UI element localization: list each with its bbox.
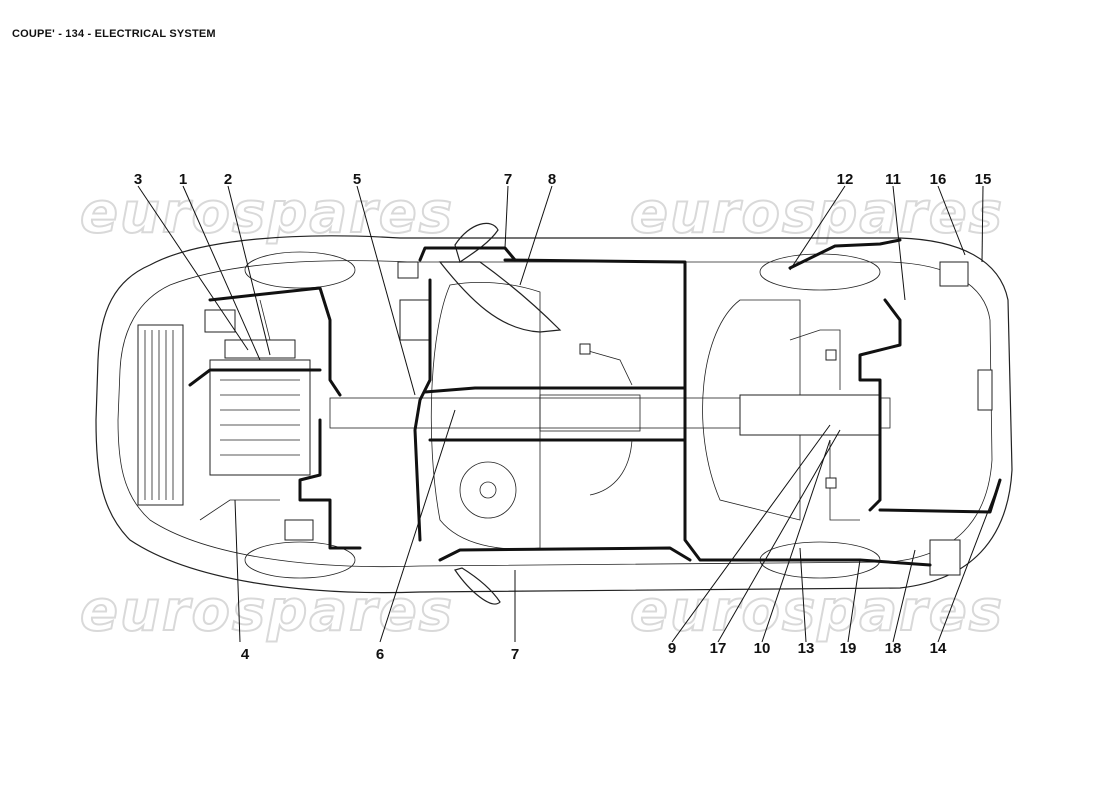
callout-11: 11 (885, 171, 901, 188)
callout-13: 13 (798, 640, 815, 657)
front-left-connector (397, 261, 419, 279)
air-filter (204, 309, 236, 333)
callout-14: 14 (930, 640, 947, 657)
callout-7-bottom: 7 (511, 646, 519, 663)
callout-3: 3 (134, 171, 142, 188)
callout-18: 18 (885, 640, 902, 657)
harness-rear-vertical (858, 298, 902, 512)
fuse-box (399, 299, 431, 341)
callout-8: 8 (548, 171, 556, 188)
callout-5: 5 (353, 171, 361, 188)
callout-10: 10 (754, 640, 771, 657)
watermark-top-left: eurospares (80, 181, 454, 246)
harness-a-pillar (413, 278, 432, 542)
harness-rear-right (878, 478, 1002, 514)
windscreen (438, 261, 562, 333)
harness-rear-bottom (858, 558, 932, 567)
harness-sill-left (683, 283, 862, 562)
wiring-harness (188, 238, 1002, 567)
harness-sill-right (438, 546, 692, 562)
mirror-bottom (454, 567, 501, 605)
page-title: COUPE' - 134 - ELECTRICAL SYSTEM (12, 28, 216, 40)
callout-2: 2 (224, 171, 232, 188)
harness-rear-top (788, 238, 902, 270)
transmission-tunnel (329, 397, 891, 429)
rear-glass (702, 299, 801, 521)
intake-manifold (224, 339, 296, 359)
watermark-bottom-left: eurospares (80, 579, 454, 644)
callout-12: 12 (837, 171, 854, 188)
callout-9: 9 (668, 640, 676, 657)
center-console (539, 394, 641, 432)
harness-tunnel (423, 386, 687, 442)
engine-block (209, 359, 311, 476)
tail-lamp-left (977, 369, 993, 411)
leader-lines (137, 185, 1001, 643)
aux-wiring (199, 299, 860, 521)
callouts: 3 1 2 5 7 8 12 11 16 15 4 6 7 9 17 10 13… (134, 171, 992, 663)
car-body (95, 222, 1013, 605)
engine-bay (137, 299, 431, 541)
harness-left-side (418, 246, 517, 262)
watermark-top-right: eurospares (630, 181, 1004, 246)
callout-4: 4 (241, 646, 250, 663)
harness-engine-loop (188, 368, 322, 387)
radiator (137, 324, 184, 506)
callout-17: 17 (710, 640, 727, 657)
harness-top-rail (503, 258, 687, 287)
rear-control-unit (739, 394, 881, 436)
tail-lamp-right (939, 261, 969, 287)
cockpit-outline (430, 282, 541, 550)
harness-front-bottom (298, 418, 362, 550)
cabin (329, 261, 993, 576)
battery (284, 519, 314, 541)
callout-1: 1 (179, 171, 187, 188)
callout-15: 15 (975, 171, 992, 188)
harness-front-top (208, 286, 342, 397)
wheel-front-right (244, 541, 356, 579)
steering-hub (479, 481, 497, 499)
callout-16: 16 (930, 171, 947, 188)
rear-battery-box (929, 539, 961, 576)
callout-6: 6 (376, 646, 384, 663)
callout-7-top: 7 (504, 171, 512, 188)
car-outline (95, 235, 1013, 594)
wheel-rear-left (759, 253, 881, 291)
callout-19: 19 (840, 640, 857, 657)
mirror-top (454, 222, 499, 263)
car-inner-outline (117, 260, 993, 568)
wheel-front-left (244, 251, 356, 289)
steering-wheel (459, 461, 517, 519)
